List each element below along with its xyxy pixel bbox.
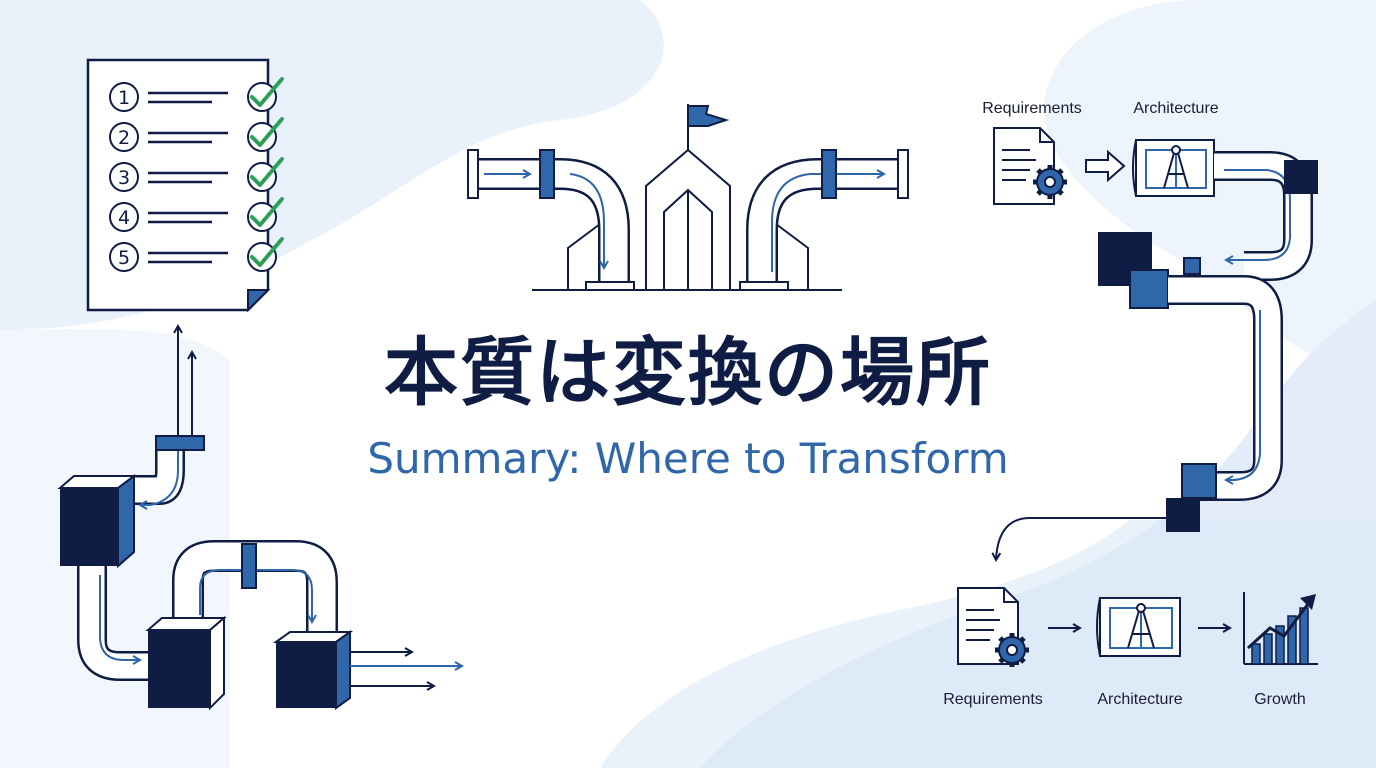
up-arrows xyxy=(178,326,192,442)
checkmark-icon xyxy=(250,77,284,107)
checklist-number: 2 xyxy=(118,127,130,149)
checklist-number: 5 xyxy=(118,247,130,269)
left-pipe-network xyxy=(57,435,462,711)
top-label-requirements: Requirements xyxy=(982,100,1082,117)
bottom-label-growth: Growth xyxy=(1254,691,1306,708)
checklist-document: 1 2 3 4 5 xyxy=(86,58,284,313)
top-right-flow xyxy=(994,127,1318,560)
check-circle xyxy=(247,162,277,192)
number-circle xyxy=(109,242,139,272)
check-circle xyxy=(247,202,277,232)
checklist-row: 5 xyxy=(109,237,284,272)
checklist-row: 3 xyxy=(109,157,284,192)
checklist-row: 4 xyxy=(109,197,284,232)
checklist-number: 4 xyxy=(118,207,130,229)
main-title-japanese: 本質は変換の場所 xyxy=(384,330,992,416)
checklist-row: 2 xyxy=(109,117,284,152)
checklist-row: 1 xyxy=(109,77,284,112)
check-circle xyxy=(247,82,277,112)
bottom-right-flow xyxy=(957,587,1318,667)
number-circle xyxy=(109,122,139,152)
checklist-number: 1 xyxy=(118,87,130,109)
check-circle xyxy=(247,122,277,152)
checklist-number: 3 xyxy=(118,167,130,189)
number-circle xyxy=(109,202,139,232)
building-with-pipes xyxy=(467,104,909,291)
checkmark-icon xyxy=(250,157,284,187)
check-circle xyxy=(247,242,277,272)
main-title-english: Summary: Where to Transform xyxy=(367,434,1009,483)
number-circle xyxy=(109,162,139,192)
checkmark-icon xyxy=(250,117,284,147)
bottom-label-requirements: Requirements xyxy=(943,691,1043,708)
number-circle xyxy=(109,82,139,112)
checkmark-icon xyxy=(250,197,284,227)
checkmark-icon xyxy=(250,237,284,267)
top-label-architecture: Architecture xyxy=(1133,100,1219,117)
bottom-label-architecture: Architecture xyxy=(1097,691,1183,708)
